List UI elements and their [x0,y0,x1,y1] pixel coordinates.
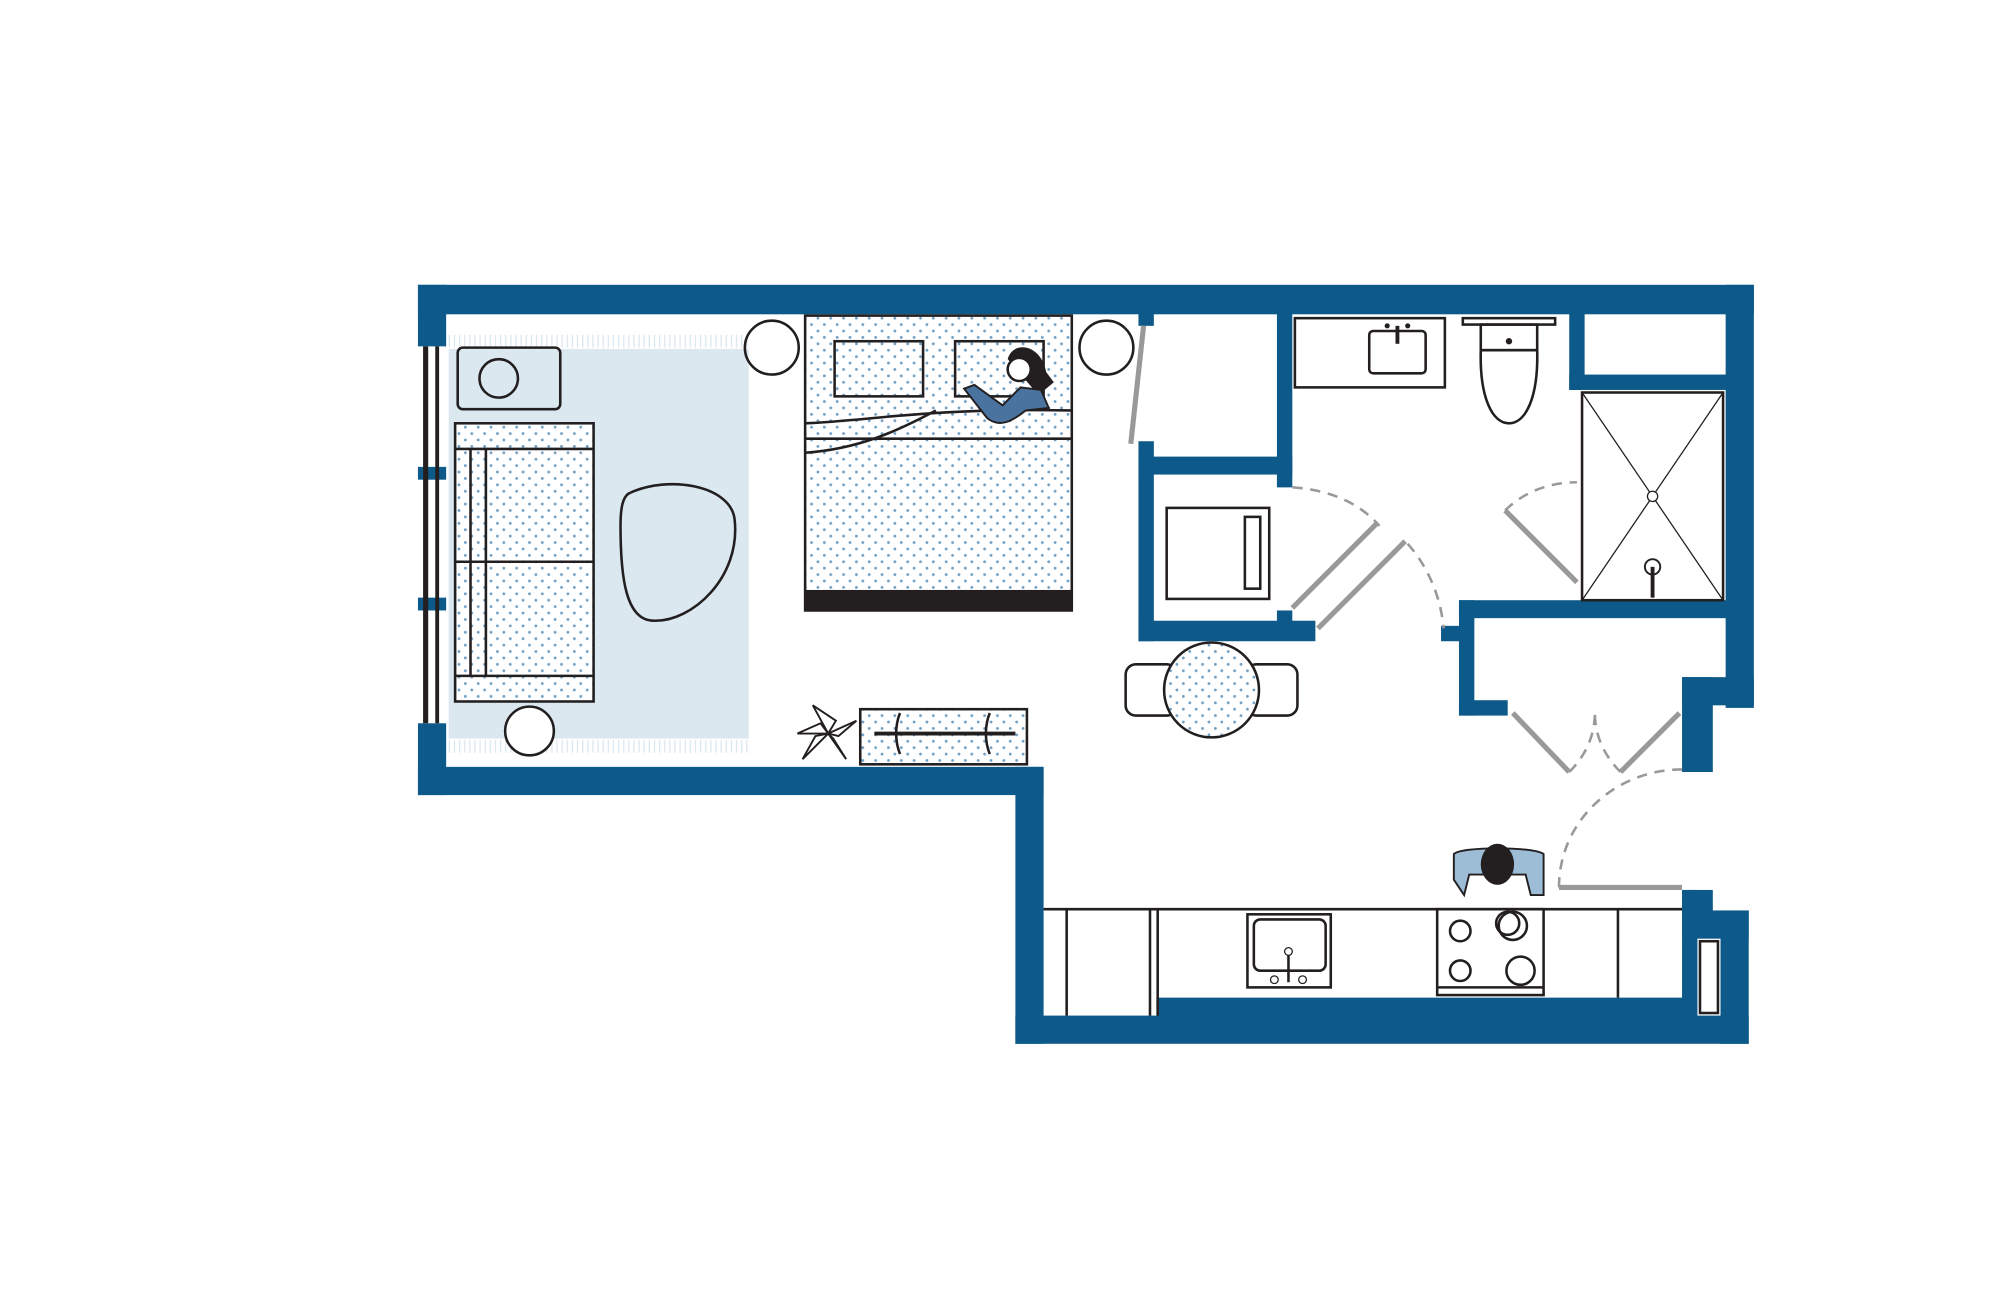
stool [503,705,556,757]
bench [858,707,1029,766]
door-swing [1504,480,1577,512]
kitchen-counter [1043,907,1720,1016]
sleeping-person [962,347,1054,424]
door-swing [1406,542,1445,629]
washer [1165,506,1271,601]
closet-door-right[interactable] [1618,711,1682,774]
shower-door[interactable] [1503,508,1579,585]
window [423,346,440,724]
nightstand-left [743,319,800,376]
coffee-table [619,482,737,623]
lamp-icon [478,357,520,399]
door-swing [1292,486,1381,527]
dining-table [1162,641,1261,739]
bed [803,314,1074,612]
plant-icon [797,704,858,760]
bathroom-vanity [1293,316,1447,389]
cooking-person [1452,843,1545,898]
toilet [1461,316,1557,425]
shower [1580,391,1725,602]
bathroom-door-2[interactable] [1316,539,1407,631]
kitchen-sink [1246,913,1333,989]
door-swing [1568,713,1597,773]
door-swing [1557,768,1683,888]
door-swing [1593,713,1622,773]
dining-set [1124,641,1299,739]
stove [1435,907,1545,997]
side-table [456,346,562,411]
nightstand-right [1078,319,1135,376]
bathroom-door[interactable] [1290,521,1379,610]
walls [417,284,1754,1044]
closet-door[interactable] [1128,325,1147,445]
closet-door-left[interactable] [1510,711,1572,774]
sofa [453,422,595,703]
pillow [833,339,925,398]
